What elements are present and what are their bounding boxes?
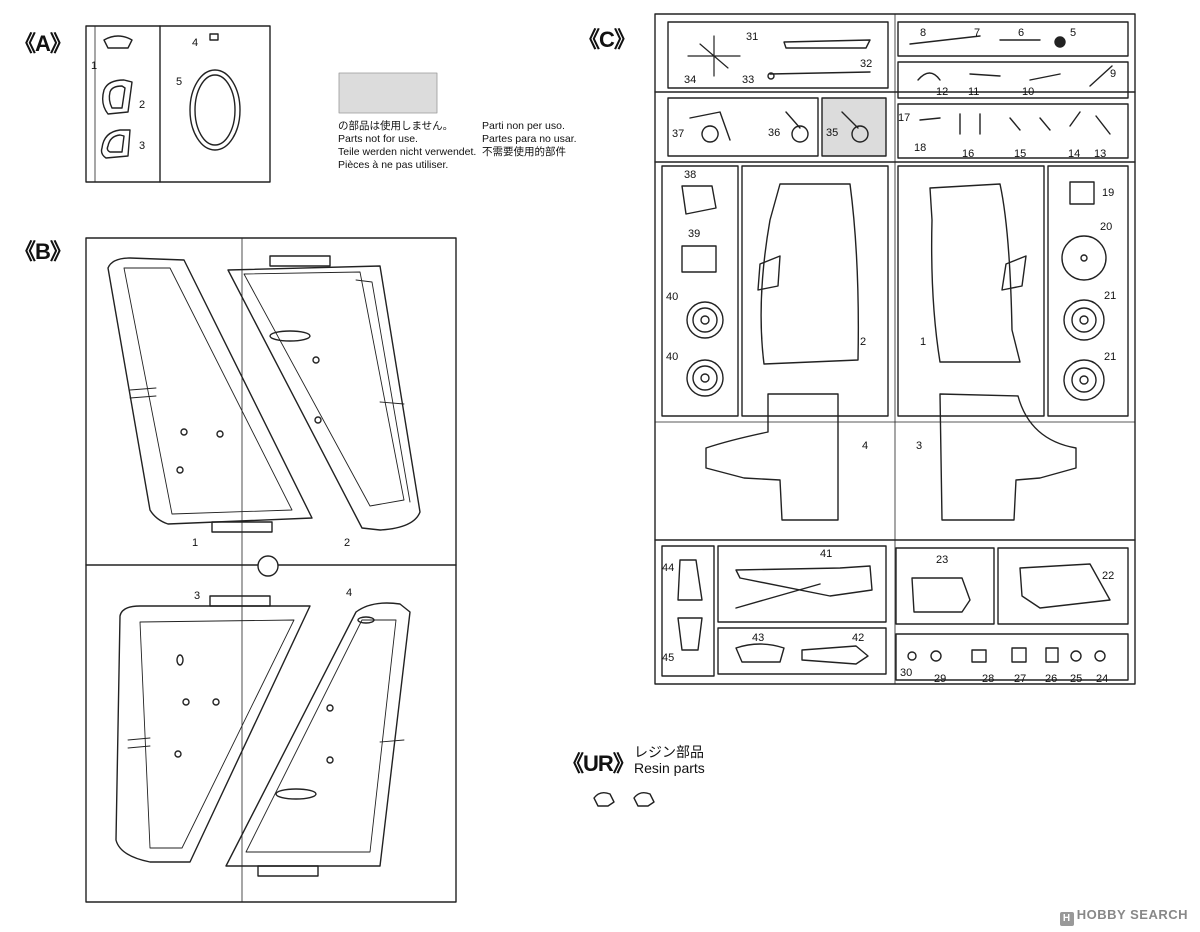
resin-parts bbox=[593, 791, 655, 807]
part-number: 26 bbox=[1045, 673, 1058, 685]
part-number: 40 bbox=[666, 291, 679, 303]
part-number: 2 bbox=[860, 336, 867, 348]
part-number: 6 bbox=[1018, 27, 1025, 39]
part-number: 12 bbox=[936, 86, 949, 98]
part-number: 30 bbox=[900, 667, 913, 679]
part-number: 38 bbox=[684, 169, 697, 181]
part-number: 43 bbox=[752, 632, 765, 644]
part-number: 35 bbox=[826, 127, 839, 139]
part-number: 23 bbox=[936, 554, 949, 566]
part-number: 7 bbox=[974, 27, 981, 39]
sprue-b-title: 《B》 bbox=[14, 239, 72, 264]
part-number: 16 bbox=[962, 148, 975, 160]
part-number: 15 bbox=[1014, 148, 1027, 160]
part-number: 3 bbox=[916, 440, 923, 452]
watermark-logo: H bbox=[1059, 912, 1074, 926]
sprue-c-frame bbox=[654, 13, 1136, 685]
part-number: 5 bbox=[176, 76, 183, 88]
part-number: 1 bbox=[920, 336, 927, 348]
part-number: 31 bbox=[746, 31, 759, 43]
part-number: 28 bbox=[982, 673, 995, 685]
part-number: 14 bbox=[1068, 148, 1081, 160]
sprue-a-title: 《A》 bbox=[14, 31, 72, 56]
part-number: 3 bbox=[139, 140, 146, 152]
resin-label-jp: レジン部品 bbox=[634, 744, 704, 760]
part-number: 2 bbox=[344, 537, 351, 549]
part-number: 39 bbox=[688, 228, 701, 240]
part-number: 42 bbox=[852, 632, 865, 644]
part-number: 2 bbox=[139, 99, 146, 111]
part-number: 21 bbox=[1104, 351, 1117, 363]
part-number: 40 bbox=[666, 351, 679, 363]
part-number: 1 bbox=[192, 537, 199, 549]
part-number: 41 bbox=[820, 548, 833, 560]
part-number: 11 bbox=[968, 86, 980, 98]
part-number: 5 bbox=[1070, 27, 1077, 39]
sprue-b-frame bbox=[85, 237, 457, 903]
watermark-text: HOBBY SEARCH bbox=[1076, 907, 1188, 922]
part-number: 4 bbox=[192, 37, 199, 49]
part-number: 19 bbox=[1102, 187, 1115, 199]
part-number: 13 bbox=[1094, 148, 1107, 160]
sprue-a-frame bbox=[85, 25, 271, 183]
part-number: 36 bbox=[768, 127, 781, 139]
part-number: 8 bbox=[920, 27, 927, 39]
legend-right: Parti non per uso. Partes para no usar. … bbox=[482, 120, 577, 158]
part-number: 27 bbox=[1014, 673, 1027, 685]
resin-label-en: Resin parts bbox=[634, 760, 705, 776]
sprue-ur-title: 《UR》 bbox=[562, 751, 635, 776]
part-number: 22 bbox=[1102, 570, 1115, 582]
part-number: 45 bbox=[662, 652, 675, 664]
part-number: 29 bbox=[934, 673, 947, 685]
part-number: 17 bbox=[898, 112, 911, 124]
part-number: 3 bbox=[194, 590, 201, 602]
sprue-c-title: 《C》 bbox=[578, 27, 636, 52]
part-number: 9 bbox=[1110, 68, 1117, 80]
part-number: 33 bbox=[742, 74, 755, 86]
part-number: 25 bbox=[1070, 673, 1083, 685]
part-number: 32 bbox=[860, 58, 873, 70]
part-number: 10 bbox=[1022, 86, 1035, 98]
part-number: 37 bbox=[672, 128, 685, 140]
part-number: 4 bbox=[862, 440, 869, 452]
legend-left: の部品は使用しません。 Parts not for use. Teile wer… bbox=[338, 120, 477, 171]
part-number: 20 bbox=[1100, 221, 1113, 233]
part-number: 4 bbox=[346, 587, 353, 599]
part-number: 1 bbox=[91, 60, 98, 72]
part-number: 18 bbox=[914, 142, 927, 154]
part-number: 24 bbox=[1096, 673, 1109, 685]
part-number: 21 bbox=[1104, 290, 1117, 302]
unused-parts-swatch bbox=[338, 72, 438, 114]
part-number: 34 bbox=[684, 74, 697, 86]
part-number: 44 bbox=[662, 562, 675, 574]
